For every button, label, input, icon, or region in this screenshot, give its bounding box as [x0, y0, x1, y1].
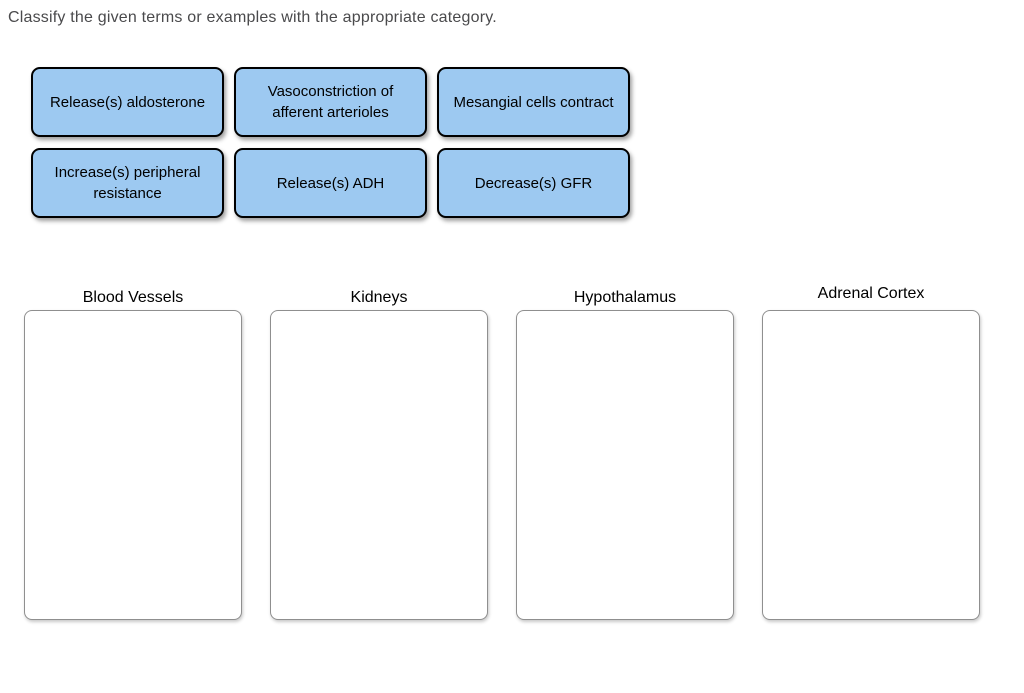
zone-hypothalamus: Hypothalamus	[516, 288, 734, 620]
zone-adrenal-cortex: Adrenal Cortex	[762, 285, 980, 620]
chip-increase-peripheral-resistance[interactable]: Increase(s) peripheral resistance	[31, 148, 224, 218]
zone-label-adrenal-cortex: Adrenal Cortex	[817, 285, 925, 302]
chip-mesangial-cells-contract[interactable]: Mesangial cells contract	[437, 67, 630, 137]
dropzone-adrenal-cortex[interactable]	[762, 310, 980, 620]
term-chip-bank: Release(s) aldosterone Vasoconstriction …	[31, 67, 630, 218]
zone-label-hypothalamus: Hypothalamus	[573, 289, 677, 306]
zone-label-blood-vessels: Blood Vessels	[82, 289, 184, 306]
zone-kidneys: Kidneys	[270, 288, 488, 620]
chip-decrease-gfr[interactable]: Decrease(s) GFR	[437, 148, 630, 218]
dropzone-blood-vessels[interactable]	[24, 310, 242, 620]
dropzone-hypothalamus[interactable]	[516, 310, 734, 620]
zone-blood-vessels: Blood Vessels	[24, 288, 242, 620]
category-dropzones: Blood Vessels Kidneys Hypothalamus Adren…	[24, 285, 980, 620]
instruction-text: Classify the given terms or examples wit…	[8, 9, 497, 26]
zone-label-kidneys: Kidneys	[350, 289, 408, 306]
chip-release-aldosterone[interactable]: Release(s) aldosterone	[31, 67, 224, 137]
dropzone-kidneys[interactable]	[270, 310, 488, 620]
chip-vasoconstriction-afferent-arterioles[interactable]: Vasoconstriction of afferent arterioles	[234, 67, 427, 137]
chip-release-adh[interactable]: Release(s) ADH	[234, 148, 427, 218]
